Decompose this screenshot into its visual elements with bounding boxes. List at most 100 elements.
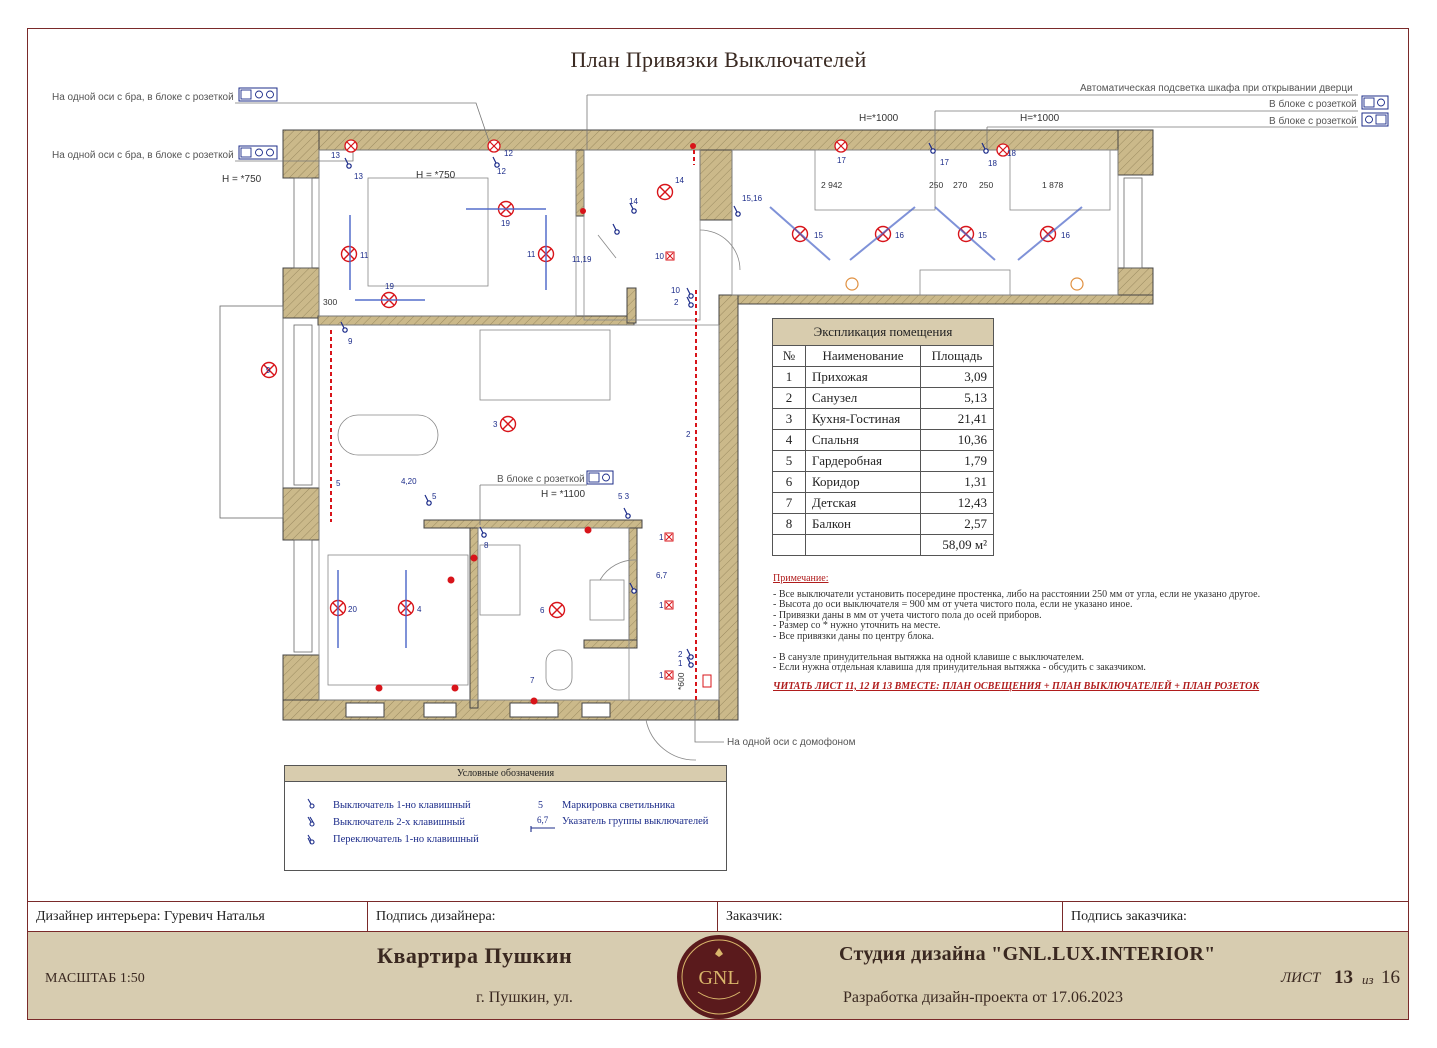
svg-text:19: 19: [385, 282, 394, 291]
callout-block-center: В блоке с розеткой: [497, 474, 585, 485]
lamp-6: [548, 601, 566, 619]
svg-text:1: 1: [659, 671, 664, 680]
studio-logo: GNL: [677, 935, 761, 1019]
project-address: г. Пушкин, ул.: [476, 989, 573, 1006]
sheet-total: 16: [1381, 967, 1400, 988]
dim-2942: 2 942: [821, 180, 843, 190]
svg-text:15: 15: [978, 231, 987, 240]
svg-text:1: 1: [659, 601, 664, 610]
svg-text:14: 14: [675, 176, 684, 185]
svg-text:20: 20: [348, 605, 357, 614]
legend-symbols: [307, 798, 555, 845]
sheet-label: ЛИСТ: [1281, 970, 1321, 986]
svg-text:10: 10: [671, 286, 680, 295]
svg-text:9: 9: [266, 366, 271, 375]
designer-signature: Подпись дизайнера:: [368, 902, 718, 931]
table-total-row: 58,09 м²: [772, 534, 994, 556]
designer-name: Дизайнер интерьера: Гуревич Наталья: [28, 902, 368, 931]
customer-signature: Подпись заказчика:: [1071, 909, 1187, 924]
svg-text:5: 5: [336, 479, 341, 488]
svg-text:17: 17: [837, 156, 846, 165]
development-date: Разработка дизайн-проекта от 17.06.2023: [843, 989, 1124, 1006]
height-750-left: H = *750: [222, 174, 262, 185]
svg-text:16: 16: [1061, 231, 1070, 240]
sheet-number: 13: [1334, 967, 1353, 988]
svg-text:2: 2: [678, 650, 683, 659]
note-line: - В санузле принудительная вытяжка на од…: [773, 651, 1085, 663]
callout-block-1: В блоке с розеткой: [1269, 99, 1357, 110]
note-line: - Все выключатели установить посередине …: [773, 588, 1261, 600]
lamp-14: [656, 183, 674, 201]
sheet-title: План Привязки Выключателей: [570, 47, 867, 72]
note-line: - Все привязки даны по центру блока.: [773, 630, 934, 642]
notes-block: Примечание: - Все выключатели установить…: [773, 573, 1261, 692]
legend-marking: Маркировка светильника: [562, 800, 675, 811]
legend-switch-1: Выключатель 1-но клавишный: [333, 800, 471, 811]
room-explication-table: Экспликация помещения № Наименование Пло…: [772, 318, 994, 556]
legend-group-sample: 6,7: [537, 815, 549, 825]
note-line: - Если нужна отдельная клавиша для прину…: [773, 662, 1146, 674]
note-line: - Привязки даны в мм от учета чистого по…: [773, 609, 1042, 621]
svg-text:13: 13: [354, 172, 363, 181]
legend-marking-sample: 5: [538, 800, 543, 811]
svg-text:19: 19: [501, 219, 510, 228]
callout-block-2: В блоке с розеткой: [1269, 116, 1357, 127]
dim-250a: 250: [929, 180, 943, 190]
callout-auto-light: Автоматическая подсветка шкафа при откры…: [1080, 83, 1353, 94]
svg-text:14: 14: [629, 197, 638, 206]
svg-text:13: 13: [331, 151, 340, 160]
explication-caption: Экспликация помещения: [772, 318, 994, 345]
dim-250b: 250: [979, 180, 993, 190]
lamp-3: [499, 415, 517, 433]
height-750-bed: H = *750: [416, 170, 456, 181]
svg-text:2: 2: [686, 430, 691, 439]
height-1100: H = *1100: [541, 489, 586, 500]
dim-270: 270: [953, 180, 967, 190]
studio-name: Студия дизайна "GNL.LUX.INTERIOR": [839, 943, 1216, 965]
customer: Заказчик:: [718, 902, 1063, 931]
svg-text:*600: *600: [676, 672, 686, 690]
signature-row: Дизайнер интерьера: Гуревич Наталья Подп…: [28, 901, 1408, 932]
svg-text:1: 1: [659, 533, 664, 542]
notes-warning: ЧИТАТЬ ЛИСТ 11, 12 И 13 ВМЕСТЕ: ПЛАН ОСВ…: [773, 680, 1260, 692]
svg-text:5 3: 5 3: [618, 492, 630, 501]
sheet-frame: [27, 28, 1409, 1020]
svg-text:16: 16: [895, 231, 904, 240]
sconce-13: [344, 139, 358, 153]
svg-text:17: 17: [940, 158, 949, 167]
svg-text:4: 4: [417, 605, 422, 614]
note-line: - Размер со * нужно уточнить на месте.: [773, 620, 941, 632]
svg-text:12: 12: [504, 149, 513, 158]
svg-text:11: 11: [527, 250, 536, 259]
dim-300: 300: [323, 297, 337, 307]
sconce-17: [834, 139, 848, 153]
svg-text:7: 7: [530, 676, 535, 685]
legend-heading: Условные обозначения: [285, 766, 726, 782]
height-1000-a: H=*1000: [859, 113, 899, 124]
table-header-row: № Наименование Площадь: [772, 345, 994, 367]
svg-text:11: 11: [360, 251, 369, 260]
callout-sconce-top: На одной оси с бра, в блоке с розеткой: [52, 92, 234, 103]
legend-box: Условные обозначения Выключатель 1-но кл…: [284, 765, 727, 871]
project-name: Квартира Пушкин: [377, 943, 573, 968]
svg-text:6: 6: [540, 606, 545, 615]
dim-1878: 1 878: [1042, 180, 1064, 190]
svg-text:18: 18: [1007, 149, 1016, 158]
note-line: - Высота до оси выключателя = 900 мм от …: [773, 599, 1133, 611]
svg-text:11,19: 11,19: [572, 255, 592, 264]
svg-text:5: 5: [432, 492, 437, 501]
legend-toggle-1: Переключатель 1-но клавишный: [333, 834, 479, 845]
scale-label: МАСШТАБ 1:50: [45, 971, 145, 986]
svg-text:6,7: 6,7: [656, 571, 668, 580]
height-1000-b: H=*1000: [1020, 113, 1060, 124]
legend-switch-2: Выключатель 2-х клавишный: [333, 817, 465, 828]
legend-group: Указатель группы выключателей: [562, 816, 709, 827]
svg-text:8: 8: [484, 541, 489, 550]
svg-text:9: 9: [348, 337, 353, 346]
